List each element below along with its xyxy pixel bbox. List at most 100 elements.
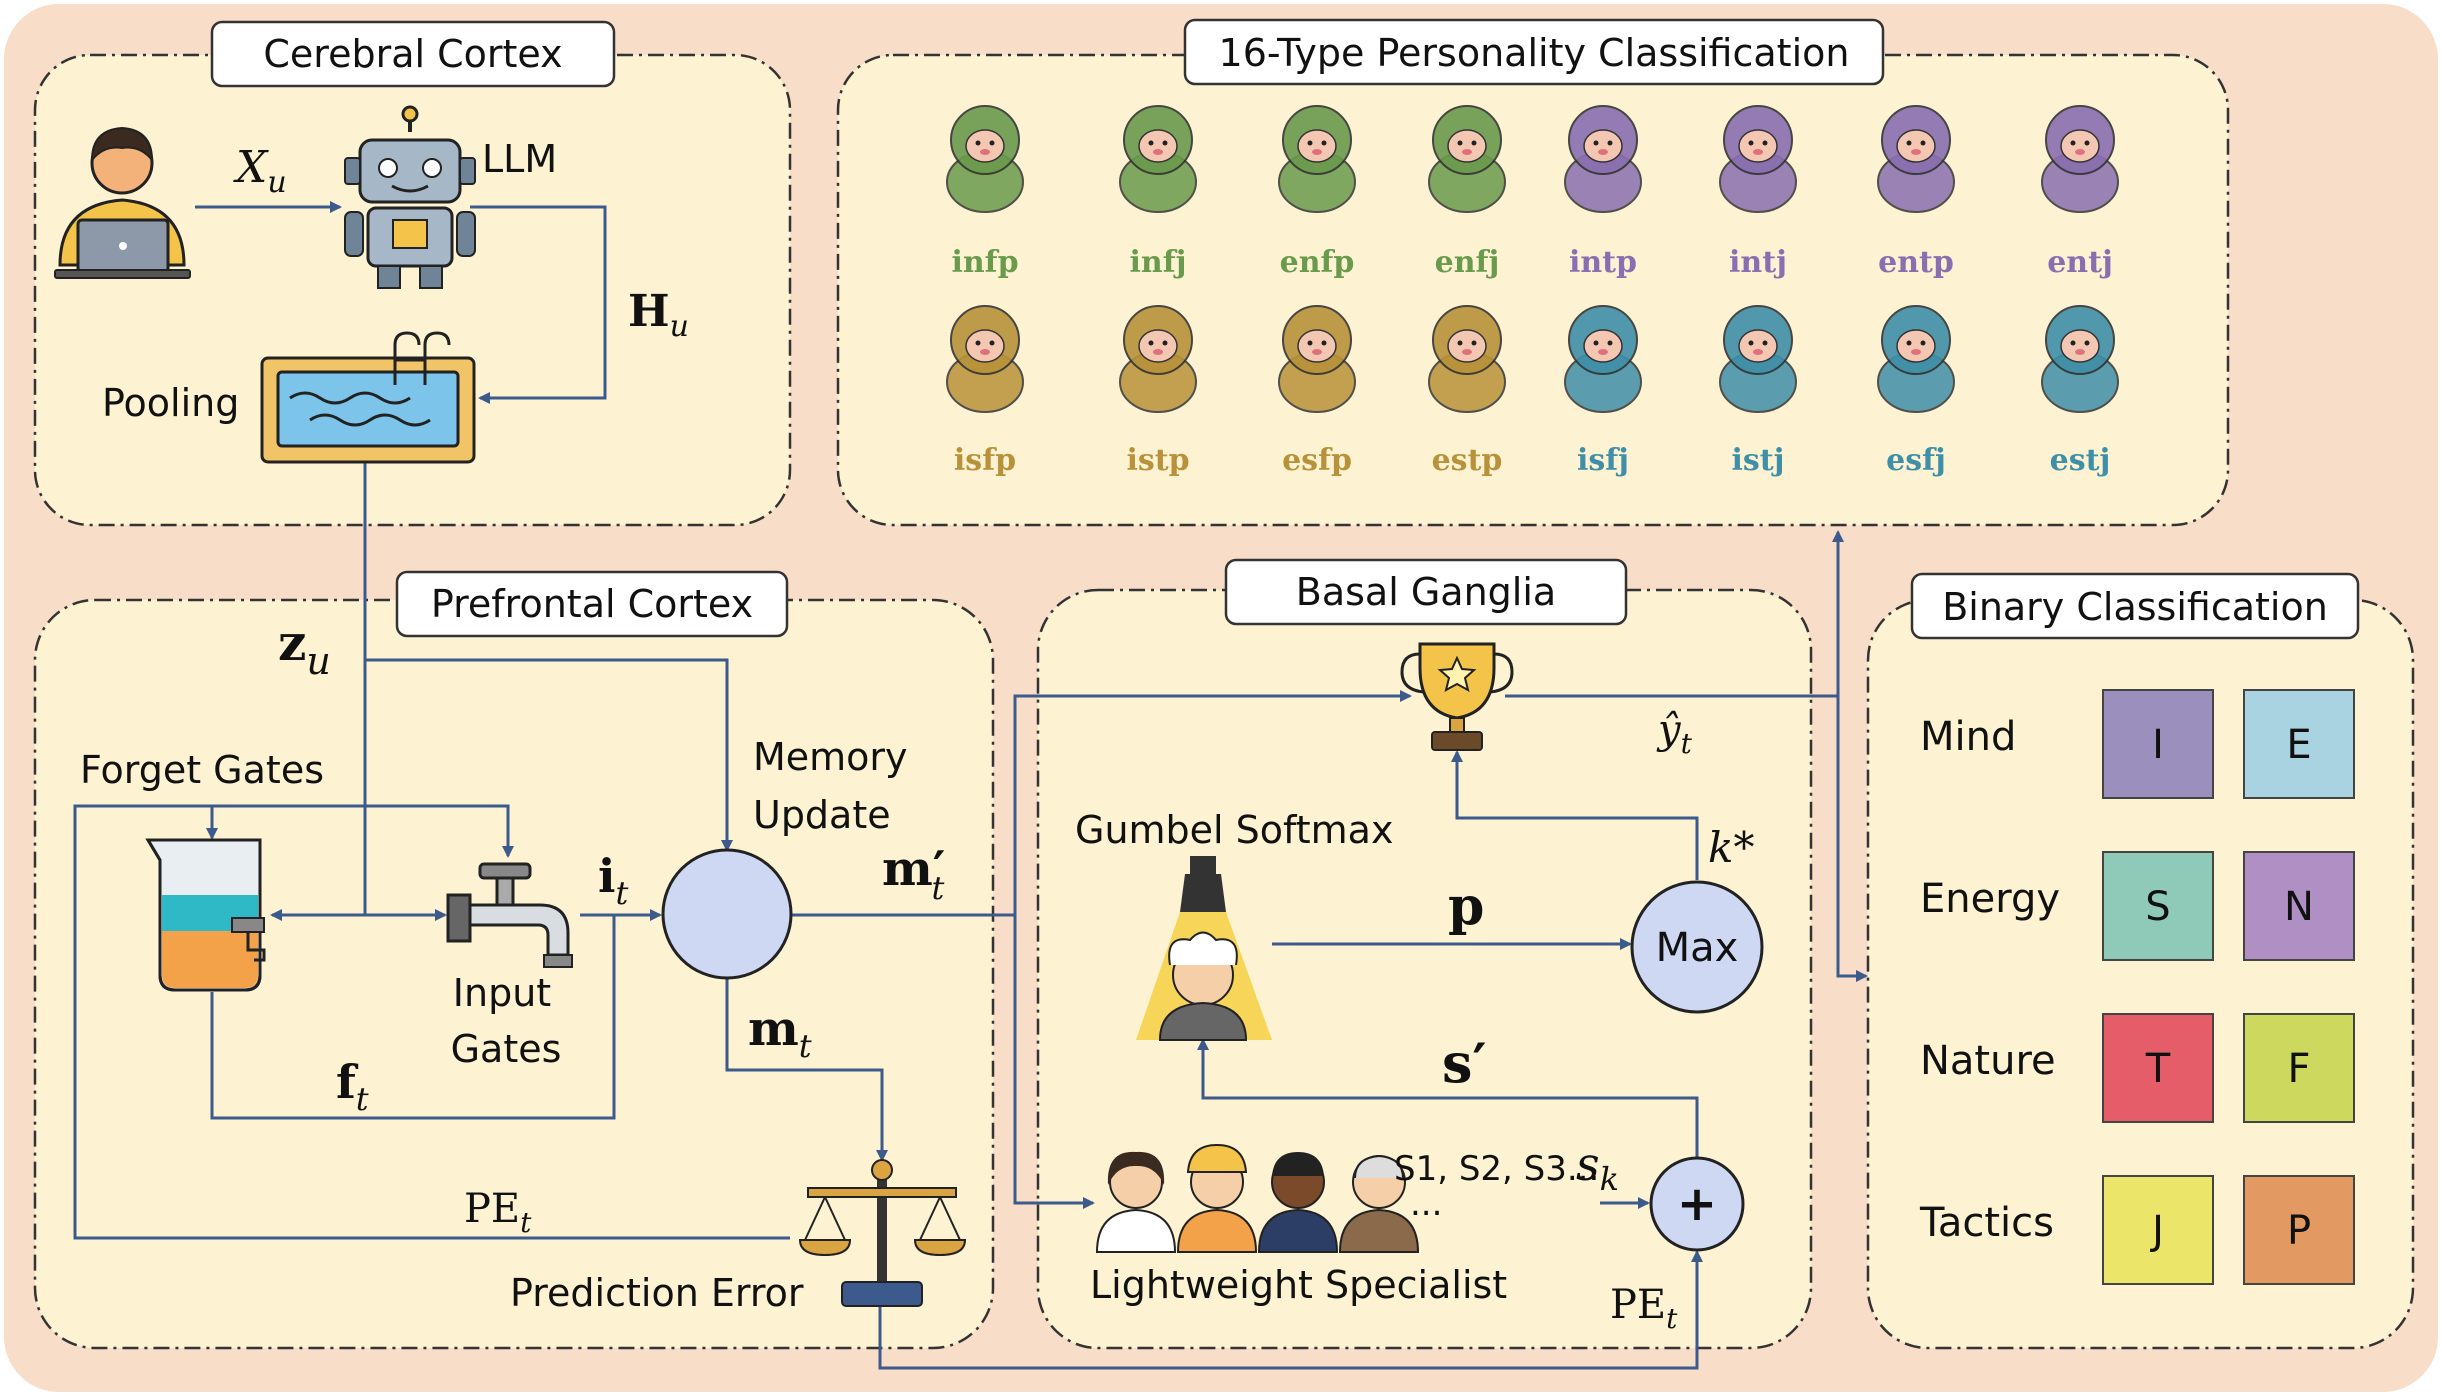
letter-label: S [2145,884,2170,930]
character-intj: intj [1719,105,1797,280]
letter-label: J [2149,1208,2164,1254]
math-s-prime: s′ [1442,1031,1487,1095]
character-intp: intp [1564,105,1642,280]
max-node [1630,880,1764,1014]
type-label-estp: estp [1432,443,1503,478]
math-f-t: ft [336,1055,369,1118]
type-label-intj: intj [1729,245,1787,280]
max-label: Max [1656,925,1739,971]
spotlight-einstein-icon [1136,856,1272,1041]
specialist-ellipsis: ... [1410,1184,1442,1224]
faucet-input-gate-icon [446,862,573,968]
prefrontal-cortex-title: Prefrontal Cortex [431,582,753,626]
type-label-isfp: isfp [954,443,1016,478]
plus-node [1649,1156,1745,1252]
math-z-u: zu [278,613,331,683]
character-estj: estj [2041,305,2119,478]
character-infj: infj [1119,105,1197,280]
character-enfp: enfp [1278,105,1356,280]
math-p: p [1448,876,1484,937]
character-infp: infp [946,105,1024,280]
letter-box [2243,851,2355,961]
letter-label: E [2286,722,2311,768]
math-m-t: mt [748,1001,812,1065]
arrow-to-binary [1836,900,1868,982]
character-istj: istj [1719,305,1797,478]
cerebral-cortex-title: Cerebral Cortex [263,32,562,76]
memory-update-node [661,848,793,980]
letter-label: T [2145,1046,2171,1092]
letter-box [2102,1013,2214,1123]
type-label-isfj: isfj [1577,443,1629,478]
robot-llm-icon [344,105,476,289]
memory-update-label-2: Update [753,793,891,837]
scales-prediction-error-icon [798,1159,967,1307]
llm-label: LLM [482,137,557,181]
arrow-zu-to-memory-update [365,658,733,852]
memory-update-label-1: Memory [753,735,908,779]
letter-box [2243,1175,2355,1285]
pool-icon [260,331,476,464]
type-label-entj: entj [2047,245,2113,280]
math-pe-t-right: PEt [1610,1282,1678,1335]
prediction-error-label: Prediction Error [510,1271,804,1315]
math-x-u: Xu [233,142,287,200]
type-label-intp: intp [1569,245,1637,280]
dimension-label: Mind [1920,714,2016,760]
forget-gates-label: Forget Gates [80,748,324,792]
specialist-2-icon [1176,1143,1258,1253]
user-icon [54,126,191,279]
cerebral-cortex-panel: Cerebral Cortex [33,20,792,527]
character-isfp: isfp [946,305,1024,478]
character-entp: entp [1877,105,1955,280]
line-memory-to-basal [792,690,1412,917]
binary-classification-title: Binary Classification [1942,585,2328,629]
math-h-u: Hu [628,286,689,344]
character-istp: istp [1119,305,1197,478]
letter-box [2243,689,2355,799]
personality16-panel: 16-Type Personality Classification [836,18,2230,527]
letter-label: N [2284,884,2314,930]
specialist-4-icon [1338,1154,1420,1253]
arrow-plus-to-gumbel [1197,1038,1699,1160]
math-s-k: sk [1576,1137,1619,1198]
type-label-infp: infp [951,245,1018,280]
cerebral-cortex-title-box [210,20,616,88]
prefrontal-cortex-title-box [395,570,789,638]
trophy-icon [1400,642,1514,751]
specialist-1-icon [1095,1151,1177,1253]
dimension-label: Tactics [1919,1200,2054,1246]
type-label-infj: infj [1130,245,1187,280]
type-label-enfp: enfp [1280,245,1355,280]
personality-characters: infp infj enfp enfj intp intj entp entj isfp istp… [946,105,2119,478]
type-label-istj: istj [1732,443,1785,478]
type-label-esfp: esfp [1282,443,1352,478]
prefrontal-cortex-panel: Prefrontal Cortex [33,570,995,1350]
type-label-istp: istp [1126,443,1189,478]
math-y-hat-t: ŷt [1656,707,1693,760]
letter-box [2102,851,2214,961]
arrow-llm-to-pooling [470,205,607,404]
beaker-forget-gate-icon [145,838,266,992]
character-estp: estp [1428,305,1506,478]
math-pe-t-left: PEt [464,1186,532,1239]
line-pe-feedback [73,804,790,1240]
dimension-label: Nature [1920,1038,2056,1084]
pooling-label: Pooling [102,381,239,425]
letter-box [2102,1175,2214,1285]
arrow-forget-ft-loop [210,915,616,1120]
arrow-max-to-trophy [1451,750,1699,880]
basal-ganglia-title: Basal Ganglia [1296,570,1556,614]
math-i-t: it [598,849,628,912]
specialists-icon [1095,1143,1420,1253]
character-isfj: isfj [1564,305,1642,478]
math-m-prime-t: m′t [882,841,945,907]
math-k-star: k* [1708,823,1754,872]
character-enfj: enfj [1428,105,1506,280]
